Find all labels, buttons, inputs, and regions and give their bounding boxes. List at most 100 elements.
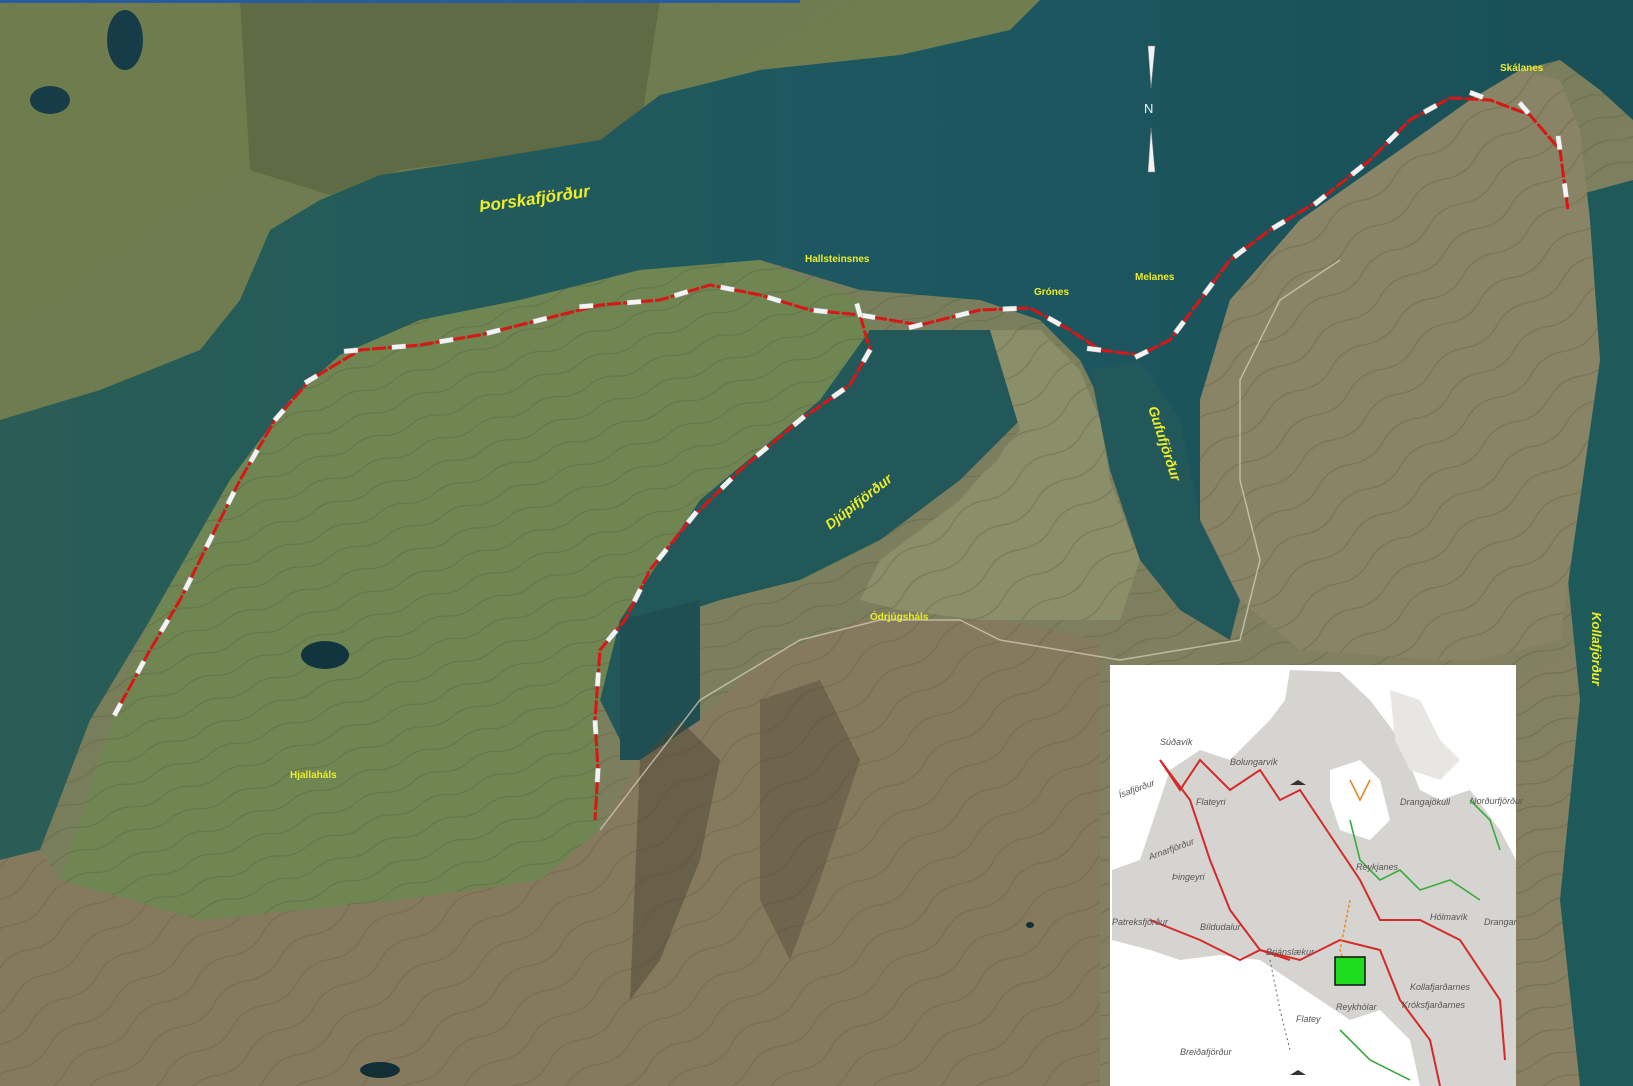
inset-road-red-north: [1159, 758, 1506, 1061]
route-km-tick: [438, 336, 454, 345]
inset-road-red-west: [1149, 919, 1291, 962]
inset-label-drangajokull: Drangajökull: [1400, 797, 1451, 807]
route-km-tick: [1555, 135, 1563, 151]
southern-ridge-shadow: [630, 720, 720, 1000]
route-km-tick: [158, 618, 171, 634]
route-km-tick: [1385, 130, 1400, 145]
route-km-tick: [791, 414, 807, 428]
route-km-tick: [1517, 100, 1531, 116]
inset-label-nordurfjordur: Norðurfjörður: [1470, 796, 1524, 806]
peninsula-texture: [860, 330, 1140, 620]
route-km-tick: [592, 719, 599, 735]
southern-texture: [0, 620, 1100, 1086]
route-km-tick: [631, 587, 643, 604]
label-odrugshals: Ódrjúgsháls: [870, 610, 929, 623]
route-km-tick: [248, 448, 261, 464]
route-km-tick: [605, 628, 619, 644]
route-km-tick: [182, 576, 194, 592]
route-km-tick: [813, 307, 829, 315]
label-gronnes: Grónes: [1034, 287, 1069, 298]
route-km-tick: [1133, 348, 1150, 360]
route-km-tick: [225, 490, 237, 506]
inset-label-flateyri: Flateyri: [1196, 797, 1227, 807]
route-km-tick: [203, 533, 216, 549]
north-arrow-letter: N: [1144, 101, 1153, 116]
route-km-tick: [719, 476, 734, 491]
inset-ferry: [1269, 959, 1291, 1051]
route-km-tick: [766, 294, 782, 304]
route-km-tick: [303, 373, 319, 386]
inset-label-reykholar: Reykhólar: [1336, 1002, 1378, 1012]
lake-northwest: [30, 86, 70, 114]
existing-road: [599, 259, 1341, 831]
route-km-tick: [719, 284, 736, 293]
route-km-tick: [908, 321, 924, 331]
route-km-tick: [860, 348, 873, 364]
route-km-tick: [1201, 281, 1215, 297]
route-km-tick: [594, 672, 602, 687]
southern-ridge-shadow-2: [760, 680, 860, 960]
route-km-tick: [1468, 89, 1485, 100]
route-km-tick: [1422, 102, 1438, 115]
inset-label-flatey: Flatey: [1296, 1014, 1321, 1024]
label-skalanes: Skálanes: [1500, 63, 1544, 74]
skalanes-texture: [1200, 70, 1600, 660]
inset-map: Súðavík Bolungarvík Drangajökull Norðurf…: [1110, 665, 1524, 1086]
route-km-tick: [655, 547, 669, 563]
route-km-tick: [134, 659, 147, 675]
route-km-tick: [532, 315, 548, 325]
route-km-tick: [1312, 193, 1328, 207]
label-melanes: Melanes: [1135, 272, 1175, 283]
inset-label-kollafjardarnes: Kollafjarðarnes: [1410, 982, 1471, 992]
water-djupifjordur: [600, 330, 1030, 740]
lake-south: [360, 1062, 400, 1078]
inset-label-holmavik: Hólmavík: [1430, 912, 1468, 922]
northern-mountain-shadow: [240, 0, 660, 195]
route-km-tick: [1232, 246, 1248, 260]
inset-label-thingeyri: Þingeyri: [1172, 872, 1206, 882]
north-arrow-top: [1147, 45, 1156, 89]
north-arrow-bottom: [1147, 127, 1156, 173]
route-km-tick: [272, 407, 286, 423]
inset-label-skridaland: Króksfjarðarnes: [1402, 1000, 1466, 1010]
inset-road-green-3: [1339, 1029, 1411, 1081]
north-arrow: N: [1144, 45, 1156, 173]
route-km-tick: [1350, 163, 1365, 177]
label-hallsteinsnes: Hallsteinsnes: [805, 254, 870, 265]
route-km-tick: [830, 386, 846, 400]
route-km-tick: [578, 302, 594, 310]
route-km-tick: [1561, 182, 1570, 198]
inset-location-marker: [1334, 956, 1366, 986]
route-line-main: [118, 96, 1570, 706]
inset-label-breidafjordur: Breiðafjörður: [1180, 1047, 1233, 1057]
inset-drangajokull: [1390, 690, 1460, 780]
route-km-tick: [673, 289, 689, 299]
label-hjallahals: Hjallaháls: [290, 770, 337, 781]
inset-label-sudavik: Súðavík: [1160, 737, 1193, 747]
water-gufufjordur: [1090, 360, 1240, 640]
route-km-tick: [594, 767, 601, 783]
route-km-tick: [391, 343, 407, 351]
label-kollafjordur: Kollafjörður: [1589, 612, 1604, 687]
inset-road-red-south: [1159, 759, 1441, 1086]
route-km-tick: [626, 298, 642, 306]
inset-airport-icon: [1290, 780, 1306, 785]
small-pond: [1026, 922, 1034, 928]
route-km-ticks: [111, 89, 1570, 783]
route-km-tick: [1046, 315, 1062, 328]
hallsteinsnes-texture: [60, 260, 870, 920]
sea-thorskafjordur: [0, 0, 1633, 860]
route-km-tick: [685, 509, 699, 525]
route-km-tick: [1173, 319, 1187, 335]
route-km-tick: [1086, 345, 1102, 353]
lake-north: [107, 10, 143, 70]
inset-road-green: [1349, 819, 1481, 901]
route-km-tick: [954, 310, 970, 319]
inset-label-patreksfjordur: Patreksfjörður: [1112, 917, 1169, 927]
inset-label-brjanslaekur: Brjánslækur: [1266, 947, 1315, 957]
inset-road-orange: [1349, 779, 1371, 802]
route-km-tick: [1271, 218, 1287, 231]
route-km-tick: [111, 701, 124, 718]
